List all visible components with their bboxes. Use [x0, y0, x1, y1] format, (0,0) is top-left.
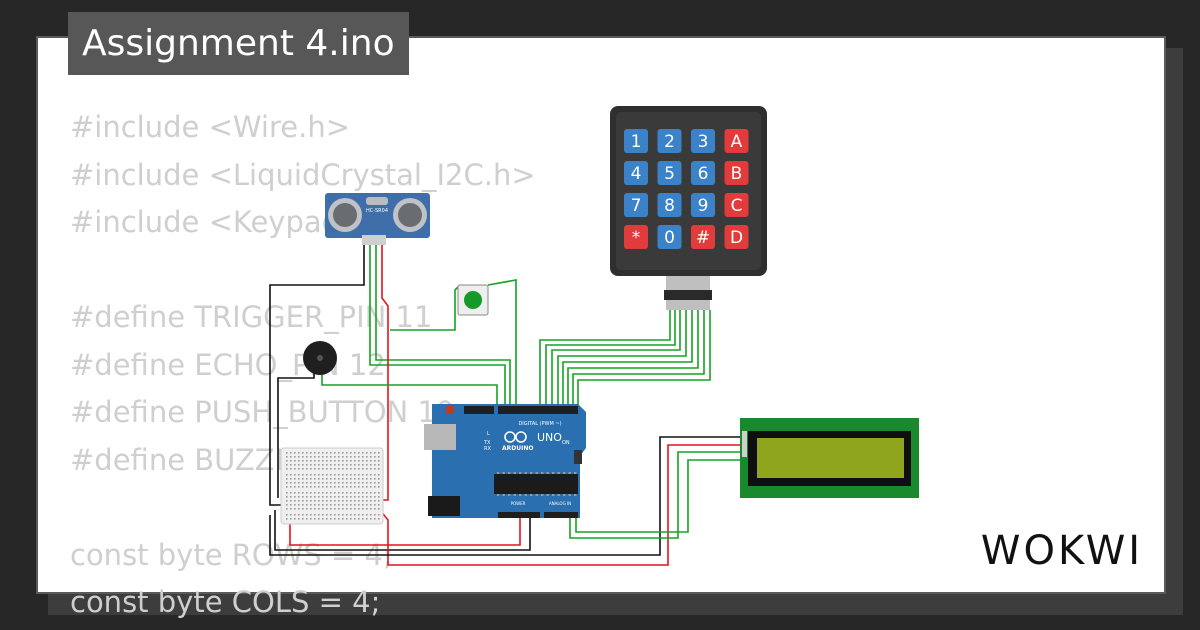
lcd-sda-wire — [560, 451, 745, 539]
lcd-gnd-wire — [269, 436, 745, 556]
keypad-key-label: A — [731, 132, 743, 152]
keypad-key-label: 8 — [664, 196, 675, 216]
svg-text:L: L — [487, 431, 490, 437]
mini-breadboard — [280, 447, 384, 525]
keypad-key-label: * — [632, 228, 641, 248]
keypad-key-3[interactable] — [691, 129, 715, 153]
svg-text:HC-SR04: HC-SR04 — [366, 208, 388, 214]
sensor-trig-wire — [369, 245, 506, 405]
keypad-key-label: 4 — [631, 164, 642, 184]
keypad-key-label: 5 — [664, 164, 675, 184]
power-5v-wire — [289, 518, 521, 546]
svg-text:TX: TX — [483, 440, 491, 446]
keypad-key-B[interactable] — [724, 161, 749, 185]
arduino-uno[interactable]: DIGITAL (PWM ~) UNO ARDUINO L TX RX ON P… — [424, 404, 586, 518]
sensor-echo-wire — [375, 245, 511, 405]
svg-text:UNO: UNO — [537, 431, 562, 444]
keypad-key-C[interactable] — [724, 193, 749, 217]
keypad-key-label: # — [696, 228, 710, 248]
keypad-key-1[interactable] — [624, 129, 648, 153]
keypad-key-9[interactable] — [691, 193, 715, 217]
keypad-key-8[interactable] — [657, 193, 682, 217]
keypad-4x4[interactable]: 1 2 3 A 4 5 6 B 7 8 9 C * 0 # D — [610, 106, 767, 310]
keypad-key-label: 7 — [631, 196, 642, 216]
keypad-key-D[interactable] — [724, 225, 749, 249]
project-card[interactable]: #include <Wire.h> #include <LiquidCrysta… — [36, 36, 1166, 619]
keypad-key-label: 0 — [664, 228, 675, 248]
keypad-key-#[interactable] — [691, 225, 715, 249]
keypad-key-4[interactable] — [624, 161, 648, 185]
svg-text:ON: ON — [562, 440, 570, 446]
keypad-key-2[interactable] — [657, 129, 682, 153]
lcd-scl-wire — [566, 459, 745, 533]
keypad-wires — [539, 310, 711, 405]
arduino-logo-icon — [504, 431, 527, 443]
svg-text:POWER: POWER — [511, 501, 526, 506]
buzzer[interactable] — [303, 341, 337, 375]
ultrasonic-sensor[interactable]: HC-SR04 — [325, 193, 430, 245]
keypad-key-label: 2 — [664, 132, 675, 152]
keypad-key-5[interactable] — [657, 161, 682, 185]
svg-text:DIGITAL (PWM ~): DIGITAL (PWM ~) — [518, 421, 561, 427]
lcd-display — [740, 418, 919, 498]
button-signal-wire — [487, 279, 517, 405]
project-title: Assignment 4.ino — [68, 12, 409, 75]
keypad-key-label: 3 — [698, 132, 709, 152]
power-gnd-wire — [274, 510, 531, 551]
push-button[interactable] — [457, 284, 489, 316]
svg-text:ANALOG IN: ANALOG IN — [549, 501, 571, 506]
keypad-key-6[interactable] — [691, 161, 715, 185]
keypad-key-label: 1 — [631, 132, 642, 152]
keypad-key-label: C — [731, 196, 743, 216]
keypad-key-label: 9 — [698, 196, 709, 216]
keypad-key-label: D — [730, 228, 743, 248]
keypad-key-A[interactable] — [724, 129, 749, 153]
lcd-vcc-wire — [379, 444, 745, 566]
keypad-key-*[interactable] — [624, 225, 648, 249]
buzzer-wire — [321, 370, 498, 405]
svg-text:WOKWI: WOKWI — [981, 528, 1143, 574]
svg-text:ARDUINO: ARDUINO — [502, 445, 533, 452]
keypad-key-label: 6 — [698, 164, 709, 184]
keypad-key-label: B — [731, 164, 743, 184]
svg-text:RX: RX — [484, 446, 491, 452]
wokwi-logo: WOKWI — [981, 528, 1143, 574]
keypad-key-7[interactable] — [624, 193, 648, 217]
sensor-gnd-wire — [269, 245, 365, 506]
keypad-key-0[interactable] — [657, 225, 682, 249]
